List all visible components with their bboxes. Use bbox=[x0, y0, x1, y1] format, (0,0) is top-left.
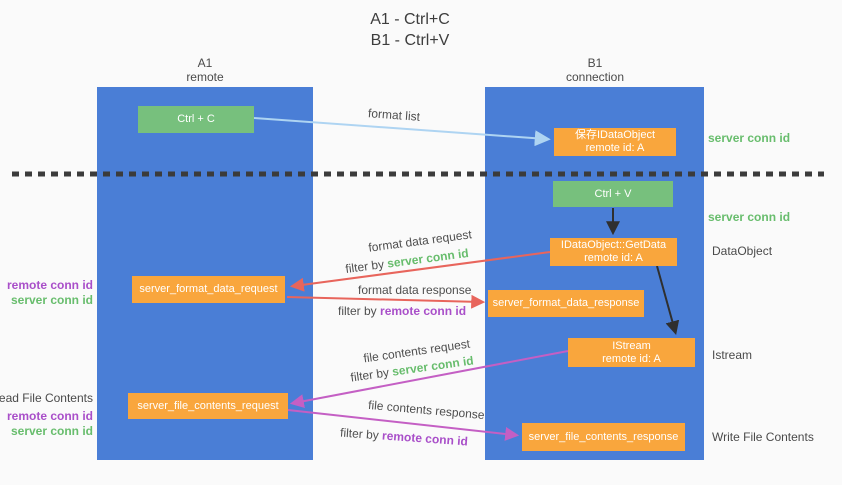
node-ctrl-v: Ctrl + V bbox=[553, 181, 673, 207]
node-ctrl-v-label: Ctrl + V bbox=[594, 187, 632, 200]
label-format-list: format list bbox=[367, 106, 421, 124]
remote-conn-id-text: remote conn id bbox=[380, 304, 467, 318]
node-istream: IStream remote id: A bbox=[568, 338, 695, 367]
diagram-title: A1 - Ctrl+C B1 - Ctrl+V bbox=[300, 9, 520, 51]
lifeline-b1-name: B1 bbox=[587, 56, 603, 70]
label-filter-format-request: filter by server conn id bbox=[345, 246, 470, 276]
node-save-idataobject: 保存IDataObject remote id: A bbox=[554, 128, 676, 156]
node-server-format-data-request: server_format_data_request bbox=[132, 276, 285, 303]
side-label-write-file-contents: Write File Contents bbox=[712, 430, 814, 444]
node-istream-title: IStream bbox=[612, 339, 651, 352]
remote-conn-id-text: remote conn id bbox=[381, 428, 469, 449]
node-getdata-title: IDataObject::GetData bbox=[560, 239, 667, 251]
lifeline-a1-name: A1 bbox=[197, 56, 213, 70]
side-label-server-conn-id-top: server conn id bbox=[708, 131, 791, 145]
remote-conn-id-label: remote conn id bbox=[6, 409, 93, 423]
label-filter-file-response: filter by remote conn id bbox=[340, 426, 469, 449]
side-label-read-file-contents: Read File Contents bbox=[0, 391, 93, 405]
node-format-request-label: server_format_data_request bbox=[139, 283, 278, 295]
lifeline-header-b1: B1 connection bbox=[515, 56, 675, 84]
node-file-response-label: server_file_contents_response bbox=[528, 430, 679, 443]
node-server-file-contents-request: server_file_contents_request bbox=[128, 393, 288, 419]
lifeline-b1-role: connection bbox=[565, 70, 625, 84]
node-idataobject-getdata: IDataObject::GetData remote id: A bbox=[550, 238, 677, 266]
server-conn-id-label: server conn id bbox=[10, 424, 93, 438]
label-file-contents-response: file contents response bbox=[367, 397, 486, 423]
server-conn-id-label: server conn id bbox=[10, 293, 93, 307]
node-getdata-remote-id: remote id: A bbox=[584, 252, 643, 264]
lifeline-header-a1: A1 remote bbox=[125, 56, 285, 84]
side-label-conn-ids-file: remote conn id server conn id bbox=[7, 409, 93, 439]
node-server-format-data-response: server_format_data_response bbox=[488, 290, 644, 317]
node-format-response-label: server_format_data_response bbox=[492, 297, 640, 309]
node-save-idataobject-remote-id: remote id: A bbox=[585, 142, 645, 154]
arrow-format-data-response bbox=[286, 294, 486, 309]
label-format-data-response: format data response bbox=[358, 283, 472, 297]
side-label-conn-ids-format: remote conn id server conn id bbox=[7, 278, 93, 308]
side-label-istream: Istream bbox=[712, 348, 753, 362]
title-line-a1: A1 - Ctrl+C bbox=[370, 11, 450, 28]
remote-conn-id-label: remote conn id bbox=[6, 278, 93, 292]
side-label-dataobject: DataObject bbox=[712, 244, 773, 258]
label-filter-format-response: filter by remote conn id bbox=[338, 304, 466, 318]
filter-by-text: filter by bbox=[344, 257, 385, 277]
title-line-b1: B1 - Ctrl+V bbox=[370, 32, 450, 49]
node-ctrl-c-label: Ctrl + C bbox=[177, 113, 215, 125]
lifeline-a1-role: remote bbox=[186, 70, 224, 84]
filter-by-text: filter by bbox=[349, 365, 390, 385]
node-ctrl-c: Ctrl + C bbox=[138, 106, 254, 133]
filter-by-text: filter by bbox=[338, 304, 377, 318]
node-save-idataobject-title: 保存IDataObject bbox=[574, 129, 656, 141]
node-file-request-label: server_file_contents_request bbox=[137, 399, 279, 412]
side-label-server-conn-id-mid: server conn id bbox=[708, 210, 791, 224]
node-server-file-contents-response: server_file_contents_response bbox=[522, 423, 685, 451]
node-istream-remote-id: remote id: A bbox=[602, 352, 661, 365]
filter-by-text: filter by bbox=[339, 425, 380, 443]
